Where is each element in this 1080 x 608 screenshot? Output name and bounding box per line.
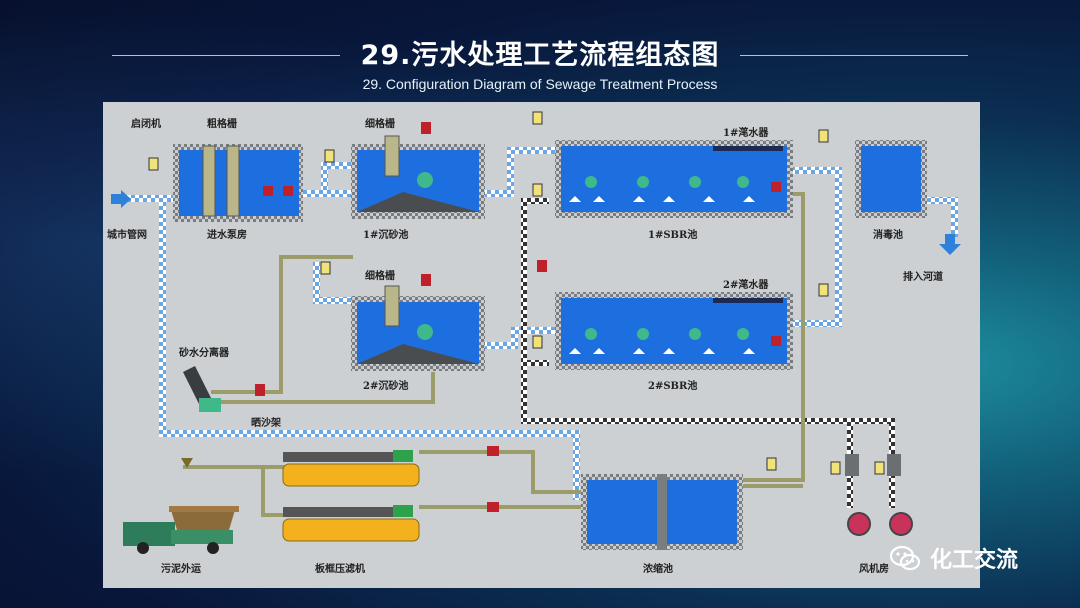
- label-grit-rack: 晒沙架: [251, 418, 281, 429]
- sbr-tank-1: [555, 140, 793, 218]
- grit-tank-2: [351, 274, 485, 371]
- filter-press-2: [282, 505, 420, 542]
- label-decanter-2: 2#滗水器: [723, 280, 769, 291]
- process-diagram: 启闭机 粗格栅 细格栅 细格栅 城市管网 进水泵房 1#沉砂池 2#沉砂池 1#…: [103, 102, 980, 588]
- grit-tank-1: [351, 122, 485, 219]
- thickener-tank: [581, 474, 743, 550]
- label-grit-1: 1#沉砂池: [363, 230, 409, 241]
- label-intake-pump: 进水泵房: [207, 230, 247, 241]
- intake-pump-house: [173, 144, 303, 222]
- label-blower: 风机房: [859, 564, 889, 575]
- blue-pipe-network: [123, 147, 958, 500]
- sludge-pipe-network: [183, 192, 805, 517]
- sludge-truck: [123, 458, 239, 554]
- brand-name: 化工交流: [930, 548, 1019, 573]
- page-title: 29.污水处理工艺流程组态图: [360, 40, 720, 71]
- red-valves: [255, 260, 547, 512]
- header-rule-right: [740, 55, 968, 56]
- label-disinfection: 消毒池: [873, 230, 903, 241]
- label-thickener: 浓缩池: [643, 564, 673, 575]
- label-decanter-1: 1#滗水器: [723, 128, 769, 139]
- label-coarse-screen: 粗格栅: [207, 119, 237, 130]
- label-sbr-2: 2#SBR池: [648, 381, 698, 392]
- header-rule-left: [112, 55, 340, 56]
- wechat-icon: [889, 545, 921, 571]
- process-diagram-canvas: [111, 111, 961, 554]
- label-sbr-1: 1#SBR池: [648, 230, 698, 241]
- label-fine-screen-1: 细格栅: [365, 119, 395, 130]
- outflow-arrow: [939, 234, 961, 255]
- disinfection-tank: [855, 140, 927, 218]
- sand-water-separator: [183, 366, 221, 412]
- label-filter-press: 板框压滤机: [315, 564, 365, 575]
- page-subtitle: 29. Configuration Diagram of Sewage Trea…: [362, 76, 718, 92]
- label-gate: 启闭机: [131, 119, 161, 130]
- blower-house: [845, 454, 913, 536]
- label-sludge-out: 污泥外运: [161, 564, 201, 575]
- label-discharge: 排入河道: [903, 272, 943, 283]
- inflow-arrow: [111, 190, 131, 208]
- flow-meters: [148, 111, 885, 475]
- brand-watermark: 化工交流: [888, 541, 1018, 575]
- label-grit-2: 2#沉砂池: [363, 381, 409, 392]
- label-city-pipe: 城市管网: [107, 230, 147, 241]
- label-fine-screen-2: 细格栅: [365, 271, 395, 282]
- sbr-tank-2: [555, 292, 793, 370]
- label-separator: 砂水分离器: [179, 348, 229, 359]
- filter-press-1: [282, 450, 420, 487]
